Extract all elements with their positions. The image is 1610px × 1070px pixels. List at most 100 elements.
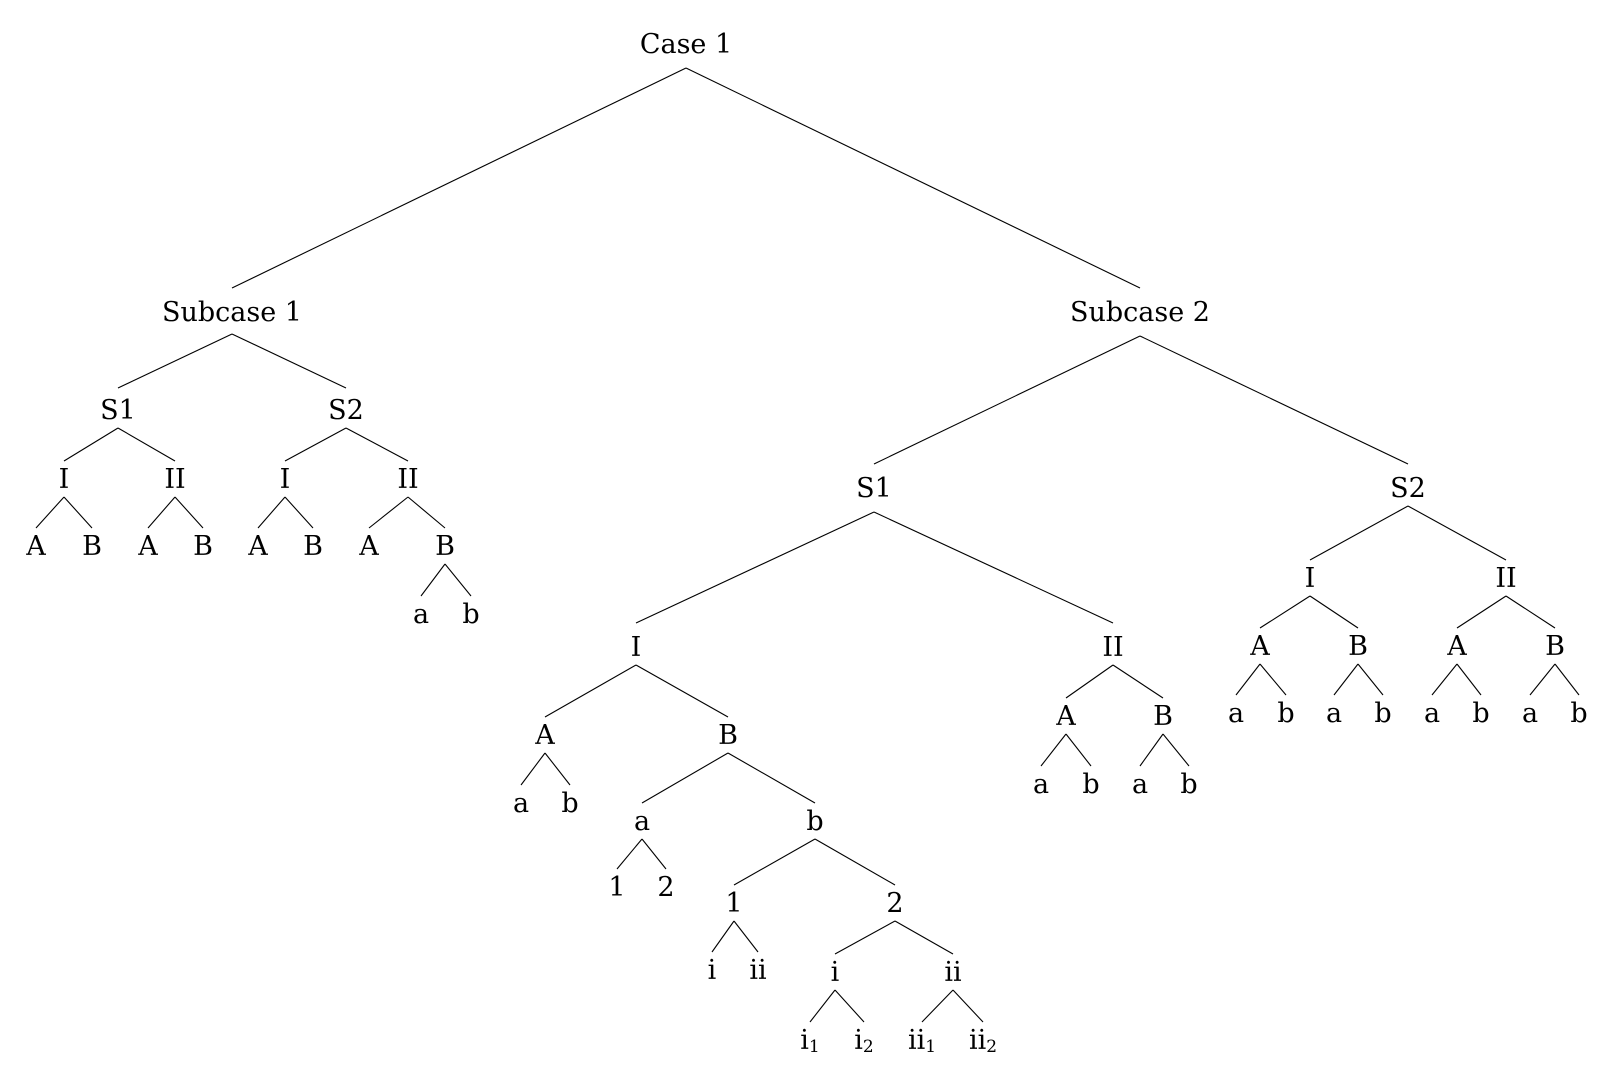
node-a: A — [1055, 701, 1076, 732]
node-subscript: 2 — [986, 1037, 997, 1057]
node-a: A — [247, 531, 268, 562]
node-a: a — [1228, 698, 1244, 729]
node-b: b — [1082, 769, 1099, 800]
edge-i-to-b — [63, 496, 93, 529]
node-1: 1 — [608, 872, 625, 903]
node-a: A — [137, 531, 158, 562]
edge-b-to-b — [727, 752, 816, 804]
node-ii-1: ii1 — [908, 1025, 936, 1058]
edge-b-to-a — [1333, 663, 1359, 696]
node-ii: II — [1495, 563, 1516, 594]
edge-b-to-b — [1162, 733, 1190, 767]
node-i: I — [1305, 563, 1316, 594]
edge-2-to-i — [834, 920, 896, 955]
edge-subcase-2-to-s1 — [873, 335, 1141, 465]
node-2: 2 — [657, 872, 674, 903]
node-subcase-1: Subcase 1 — [162, 297, 302, 328]
edge-b-to-a — [1529, 663, 1556, 696]
edge-subcase-1-to-s1 — [117, 333, 233, 389]
node-a: a — [634, 806, 650, 837]
node-a: a — [1326, 698, 1342, 729]
node-a: a — [1033, 769, 1049, 800]
edge-i-to-a — [1259, 595, 1311, 629]
edge-i-to-a — [257, 496, 286, 529]
node-a: a — [513, 788, 529, 819]
node-subscript: 1 — [809, 1037, 820, 1057]
node-b: B — [1153, 701, 1173, 732]
edge-2-to-ii — [894, 920, 954, 955]
node-a: A — [358, 531, 379, 562]
node-i: i — [708, 955, 717, 986]
edge-b-to-1 — [733, 838, 816, 886]
node-a: a — [1424, 698, 1440, 729]
edge-a-to-a — [1040, 733, 1067, 767]
edge-s1-to-ii — [117, 427, 176, 462]
edge-a-to-a — [1431, 663, 1458, 696]
node-b: B — [193, 531, 213, 562]
node-1: 1 — [725, 888, 742, 919]
edge-ii-to-ii — [952, 989, 984, 1023]
edge-s1-to-i — [63, 427, 119, 462]
edge-a-to-b — [1456, 663, 1482, 696]
node-2: 2 — [886, 888, 903, 919]
edge-i-to-a — [35, 496, 65, 529]
node-s1: S1 — [100, 395, 136, 426]
node-b: b — [1277, 698, 1294, 729]
node-b: b — [462, 599, 479, 630]
edge-subcase-1-to-s2 — [231, 333, 347, 389]
node-ii: II — [164, 464, 185, 495]
edge-a-to-b — [1259, 663, 1287, 696]
edge-a-to-a — [1235, 663, 1261, 696]
node-a: a — [413, 599, 429, 630]
edge-s2-to-i — [1309, 505, 1409, 561]
edge-a-to-a — [520, 752, 546, 786]
node-b: B — [1348, 631, 1368, 662]
node-i-2: i2 — [854, 1025, 873, 1058]
node-b: B — [718, 720, 738, 751]
edge-b-to-a — [420, 563, 446, 597]
edge-1-to-ii — [733, 920, 759, 953]
edge-ii-to-a — [1065, 664, 1114, 699]
edge-ii-to-a — [368, 496, 409, 529]
edge-i-to-b — [635, 664, 729, 718]
node-b: B — [435, 531, 455, 562]
edge-1-to-i — [711, 920, 735, 953]
node-s2: S2 — [1390, 473, 1426, 504]
node-b: b — [1374, 698, 1391, 729]
node-a: A — [534, 720, 555, 751]
edge-s2-to-ii — [1407, 505, 1507, 561]
node-subcase-2: Subcase 2 — [1070, 297, 1210, 328]
node-subscript: 1 — [925, 1037, 936, 1057]
node-a: A — [25, 531, 46, 562]
tree-edges — [35, 67, 1580, 1023]
edge-b-to-2 — [814, 838, 896, 886]
edge-ii-to-b — [1505, 595, 1556, 629]
edge-b-to-b — [444, 563, 472, 597]
edge-s1-to-ii — [873, 511, 1114, 624]
edge-b-to-b — [1554, 663, 1580, 696]
edge-i-to-b — [1309, 595, 1359, 629]
edge-subcase-2-to-s2 — [1139, 335, 1409, 465]
edge-a-to-b — [544, 752, 571, 786]
node-ii: II — [1102, 632, 1123, 663]
edge-ii-to-b — [407, 496, 446, 529]
edge-i-to-i — [809, 989, 836, 1023]
edge-case-1-to-subcase-2 — [685, 67, 1141, 289]
edge-ii-to-b — [1112, 664, 1164, 699]
node-a: a — [1522, 698, 1538, 729]
node-b: B — [303, 531, 323, 562]
node-b: b — [561, 788, 578, 819]
edge-a-to-b — [1065, 733, 1092, 767]
edge-ii-to-b — [174, 496, 204, 529]
edge-a-to-1 — [616, 838, 643, 870]
edge-ii-to-a — [1456, 595, 1507, 629]
node-ii-2: ii2 — [969, 1025, 997, 1058]
edge-s2-to-i — [284, 427, 347, 462]
edge-a-to-2 — [641, 838, 667, 870]
node-i: I — [59, 464, 70, 495]
edge-s1-to-i — [635, 511, 875, 624]
node-ii: ii — [944, 957, 962, 988]
node-a: a — [1132, 769, 1148, 800]
edge-s2-to-ii — [345, 427, 409, 462]
